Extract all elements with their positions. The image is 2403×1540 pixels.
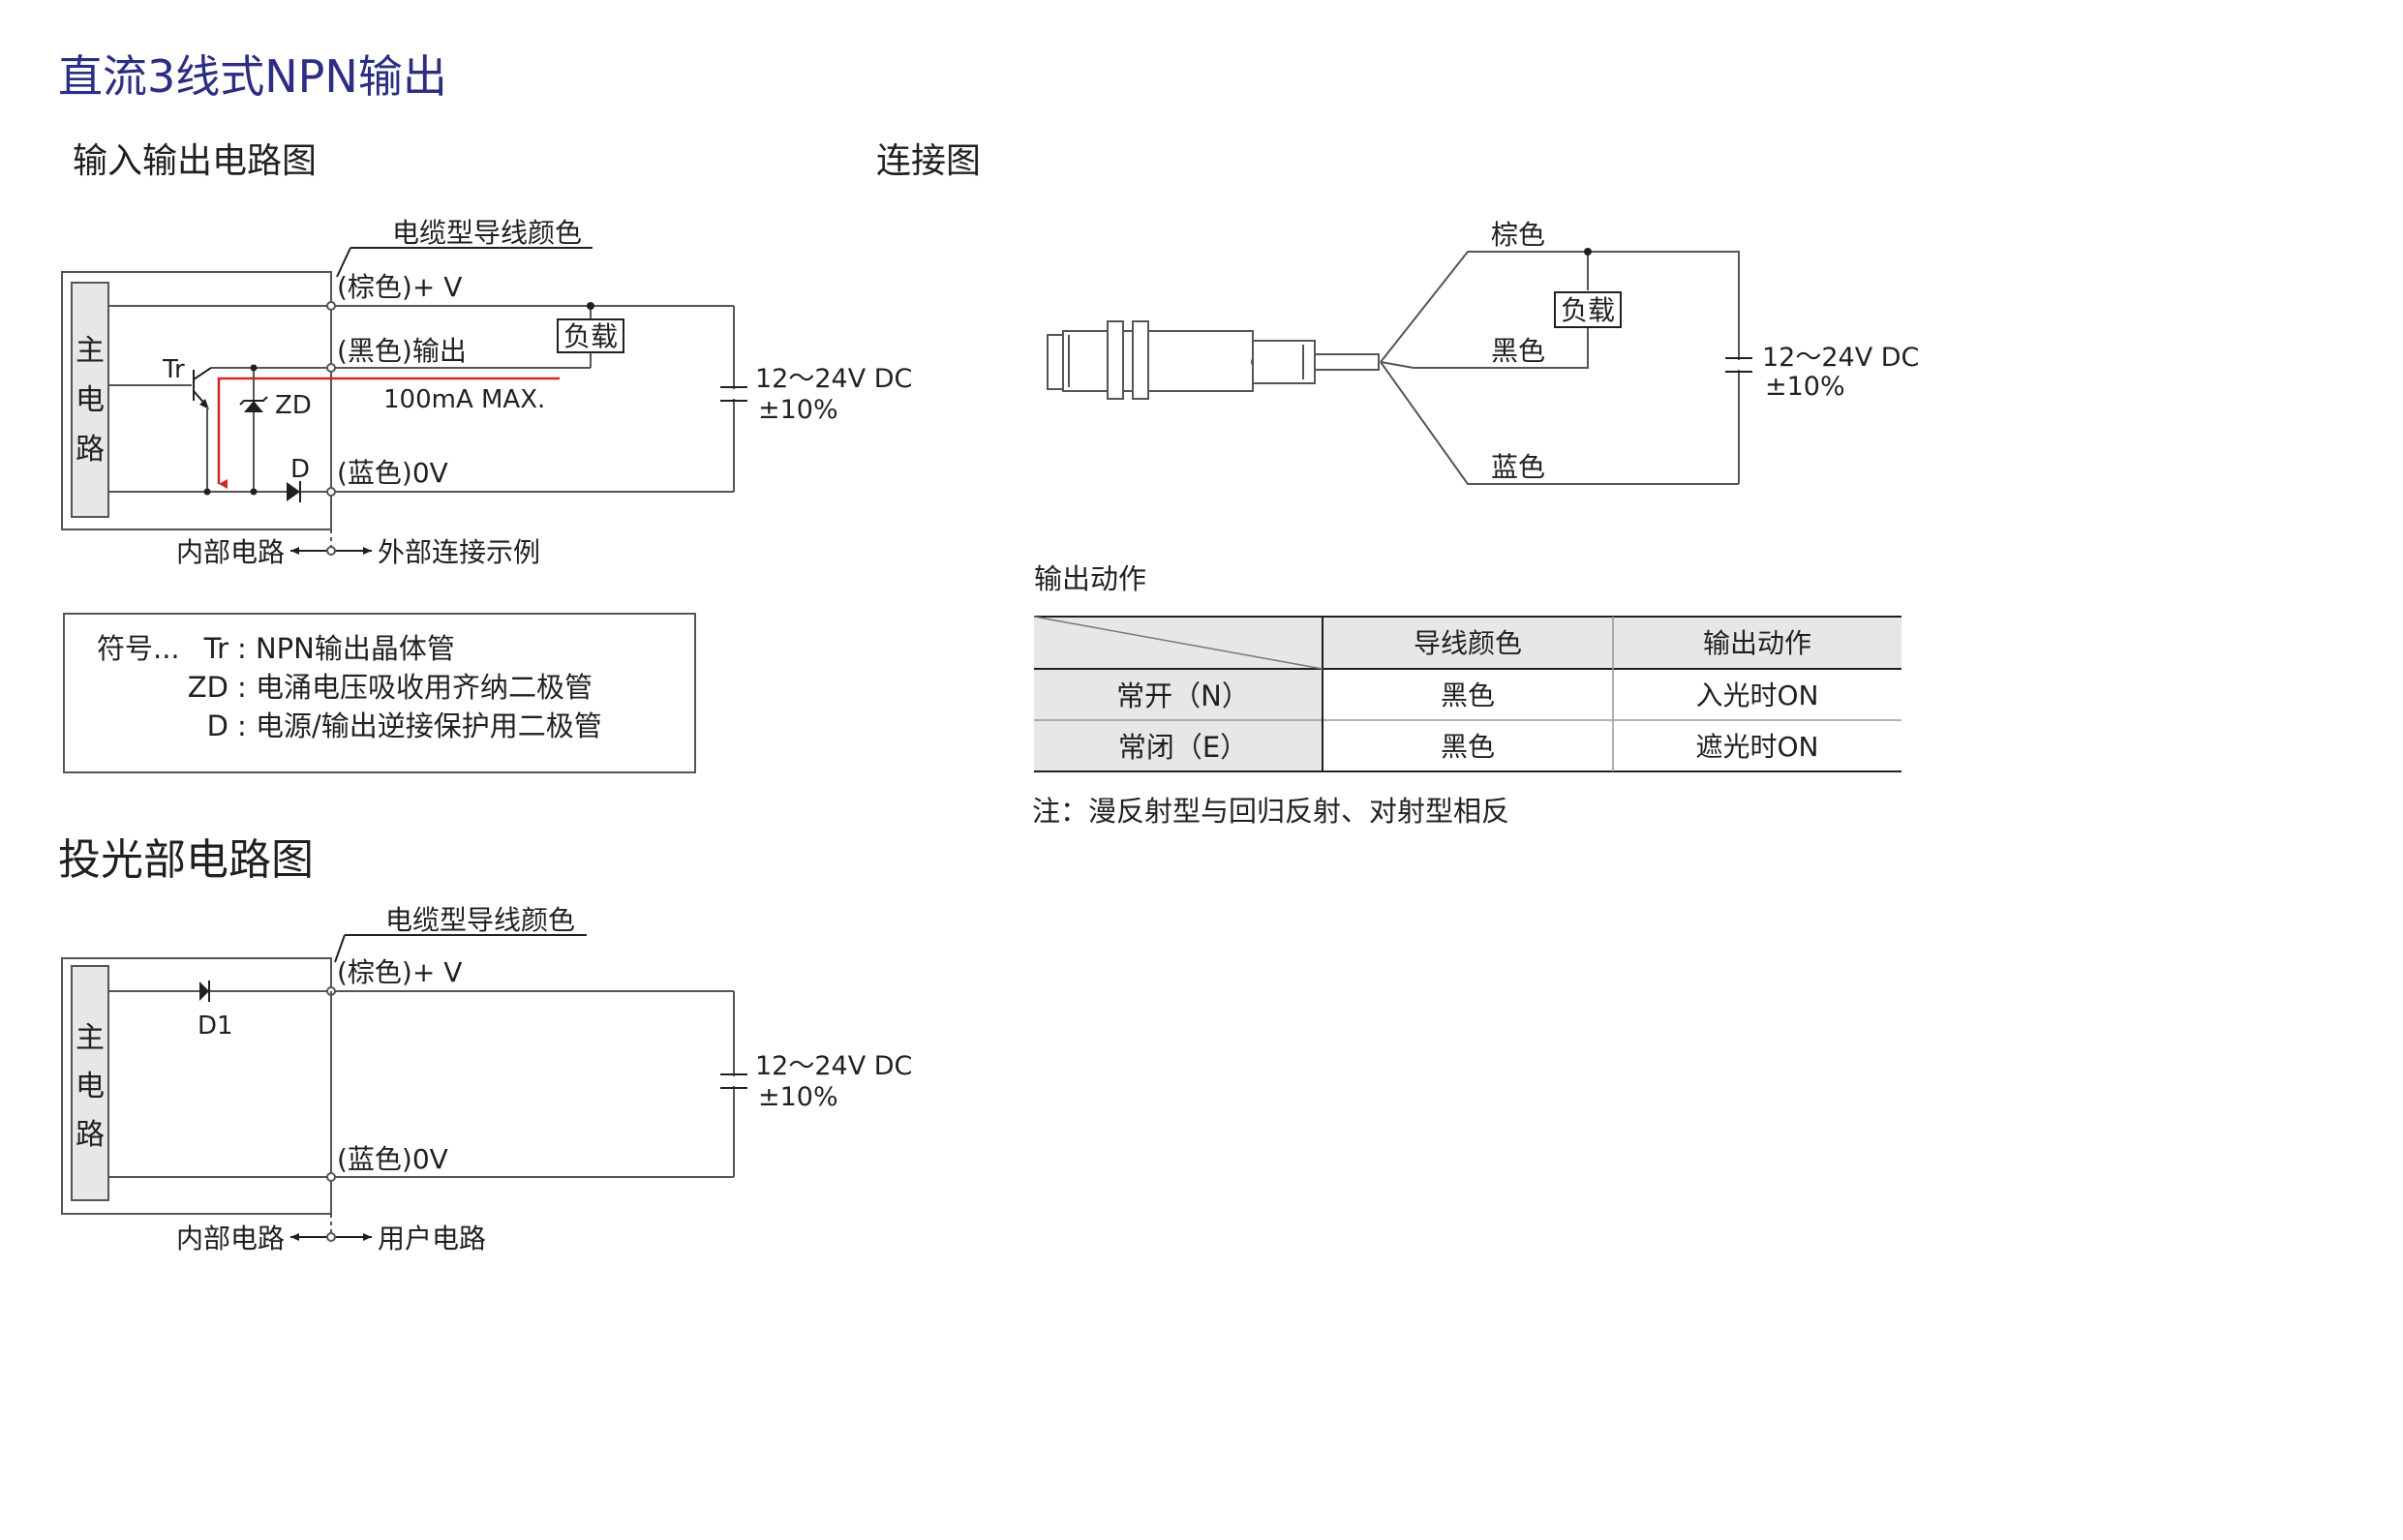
io-plus-v-terminal <box>326 301 336 311</box>
emitter-main-circuit-char-3: 路 <box>76 1118 105 1152</box>
legend-box <box>63 613 696 773</box>
io-zd-label: ZD <box>275 391 312 420</box>
load-junction <box>1584 248 1592 256</box>
connection-load-label: 负载 <box>1561 294 1615 326</box>
emitter-main-circuit-char-2: 电 <box>76 1070 105 1103</box>
output-action-note: 注：漫反射型与回归反射、对射型相反 <box>1032 795 1509 828</box>
io-zd-symbol <box>244 401 263 412</box>
io-battery-gap <box>728 389 740 399</box>
emitter-battery-gap <box>728 1076 740 1086</box>
legend-tr-symbol: Tr <box>203 632 228 665</box>
blue-label: 蓝色 <box>1491 451 1545 483</box>
io-main-circuit-block <box>71 282 109 518</box>
sensor-nut-2 <box>1132 320 1149 400</box>
io-zero-v-junction-2 <box>250 488 258 496</box>
io-circuit-diagram: 输入输出电路图 主 电 路 电缆型导线颜色 (棕色)+ V (黑色)输出 负载 … <box>61 141 912 568</box>
sensor-boot <box>1252 340 1316 384</box>
io-output-terminal <box>326 363 336 373</box>
connection-battery-gap <box>1733 360 1745 370</box>
io-external-label: 外部连接示例 <box>378 536 540 568</box>
emitter-main-circuit-block <box>71 965 109 1201</box>
io-brown-v-label: (棕色)+ V <box>337 271 462 303</box>
connection-diagram: 连接图 负载 棕色 黑色 蓝色 12～24V DC ±10% <box>876 141 1919 485</box>
io-max-current-label: 100mA MAX. <box>383 385 545 414</box>
symbol-legend: 符号... Tr : NPN输出晶体管 ZD : 电涌电压吸收用齐纳二极管 D … <box>63 613 696 773</box>
table-row-1-wire: 黑色 <box>1441 679 1495 711</box>
brown-label: 棕色 <box>1491 219 1545 251</box>
emitter-cable-note: 电缆型导线颜色 <box>385 904 575 936</box>
table-col-output-action: 输出动作 <box>1703 627 1811 659</box>
output-action-section: 输出动作 导线颜色 输出动作 常开（N） 黑色 入光时ON 常闭（E） 黑色 遮… <box>1032 562 1901 828</box>
legend-d-symbol: D <box>207 710 228 742</box>
emitter-main-circuit-char-1: 主 <box>76 1021 105 1055</box>
io-black-out-label: (黑色)输出 <box>337 335 467 367</box>
io-current-path <box>217 377 560 489</box>
emitter-cable-note-leader <box>334 934 587 963</box>
emitter-supply-tolerance: ±10% <box>758 1082 838 1112</box>
table-corner-diagonal <box>1033 616 1323 670</box>
emitter-heading: 投光部电路图 <box>58 835 314 885</box>
io-load-junction <box>587 302 594 310</box>
blue-wire <box>1380 361 1739 485</box>
table-row-1-mode: 常开（N） <box>1116 679 1250 712</box>
io-zero-v-terminal <box>326 487 336 497</box>
emitter-blue-0v-label: (蓝色)0V <box>337 1143 448 1175</box>
io-main-circuit-char-2: 电 <box>76 383 105 417</box>
io-supply-tolerance: ±10% <box>758 395 838 425</box>
sensor-barrel <box>1062 330 1254 392</box>
emitter-boundary-dot <box>326 1232 336 1242</box>
io-supply-voltage: 12～24V DC <box>755 364 912 394</box>
table-row-2-action: 遮光时ON <box>1696 731 1819 763</box>
emitter-brown-v-label: (棕色)+ V <box>337 956 462 988</box>
io-main-circuit-char-1: 主 <box>76 334 105 368</box>
connection-load-box <box>1554 291 1622 328</box>
sensor-body <box>1047 320 1380 400</box>
io-cable-note: 电缆型导线颜色 <box>392 217 582 249</box>
io-zd-top-junction <box>250 364 258 372</box>
sensor-cable <box>1314 353 1380 371</box>
legend-prefix: 符号... <box>97 632 180 665</box>
emitter-circuit-diagram: 投光部电路图 主 电 路 电缆型导线颜色 (棕色)+ V D1 (蓝色)0V 1… <box>58 835 912 1254</box>
table-row-1-action: 入光时ON <box>1696 679 1819 711</box>
table-col-wire-color: 导线颜色 <box>1414 627 1522 659</box>
sensor-nut-1 <box>1107 320 1124 400</box>
io-diode-d-symbol <box>287 482 300 501</box>
page-title: 直流3线式NPN输出 <box>58 50 447 103</box>
io-main-circuit-char-3: 路 <box>76 433 105 467</box>
io-boundary-dot <box>326 546 336 556</box>
emitter-d1-symbol <box>199 981 209 1001</box>
connection-supply-voltage: 12～24V DC <box>1762 343 1919 373</box>
emitter-internal-label: 内部电路 <box>176 1223 285 1254</box>
connection-supply-tolerance: ±10% <box>1765 372 1845 402</box>
emitter-user-label: 用户电路 <box>378 1223 486 1254</box>
table-row-2-wire: 黑色 <box>1441 731 1495 763</box>
black-wire <box>1380 327 1589 369</box>
io-blue-0v-label: (蓝色)0V <box>337 457 448 489</box>
io-load-label: 负载 <box>563 320 618 352</box>
io-circuit-heading: 输入输出电路图 <box>73 141 317 181</box>
io-cable-note-leader <box>336 247 593 278</box>
io-internal-label: 内部电路 <box>176 536 285 568</box>
legend-zd-symbol: ZD <box>188 671 228 704</box>
emitter-supply-voltage: 12～24V DC <box>755 1051 912 1081</box>
table-row-2-mode: 常闭（E） <box>1118 731 1248 764</box>
io-internal-box <box>61 271 332 530</box>
io-load-box <box>557 318 624 353</box>
emitter-d1-label: D1 <box>198 1012 233 1041</box>
output-action-heading: 输出动作 <box>1034 562 1146 595</box>
emitter-zero-v-terminal <box>326 1172 336 1182</box>
legend-d-desc: : 电源/输出逆接保护用二极管 <box>237 710 602 742</box>
io-zd-bar <box>239 396 268 406</box>
io-zero-v-junction-1 <box>203 488 211 496</box>
io-tr-label: Tr <box>162 355 185 384</box>
io-d-label: D <box>290 455 310 484</box>
legend-zd-desc: : 电涌电压吸收用齐纳二极管 <box>237 671 593 704</box>
connection-heading: 连接图 <box>876 141 981 181</box>
legend-tr-desc: : NPN输出晶体管 <box>237 632 455 665</box>
io-tr-collector <box>193 367 212 380</box>
black-label: 黑色 <box>1491 335 1545 367</box>
